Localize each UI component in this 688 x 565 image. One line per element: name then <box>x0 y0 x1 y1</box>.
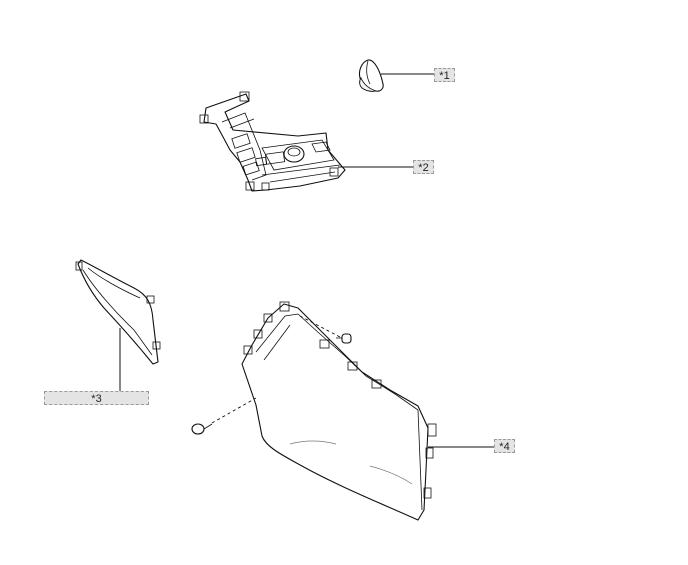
callout-4: *4 <box>494 439 515 453</box>
callout-1: *1 <box>434 68 455 82</box>
callout-3: *3 <box>44 391 149 405</box>
clip-upper-part <box>336 333 352 344</box>
console-panel-part <box>241 301 437 521</box>
shift-knob-part <box>358 59 384 92</box>
callout-2: *2 <box>413 160 434 174</box>
side-trim-part <box>75 259 161 365</box>
clip-lower-part <box>191 423 213 435</box>
clip-upper-dashed-line <box>299 315 341 338</box>
shift-panel-part <box>199 91 346 192</box>
clip-lower-dashed-line <box>211 397 257 424</box>
